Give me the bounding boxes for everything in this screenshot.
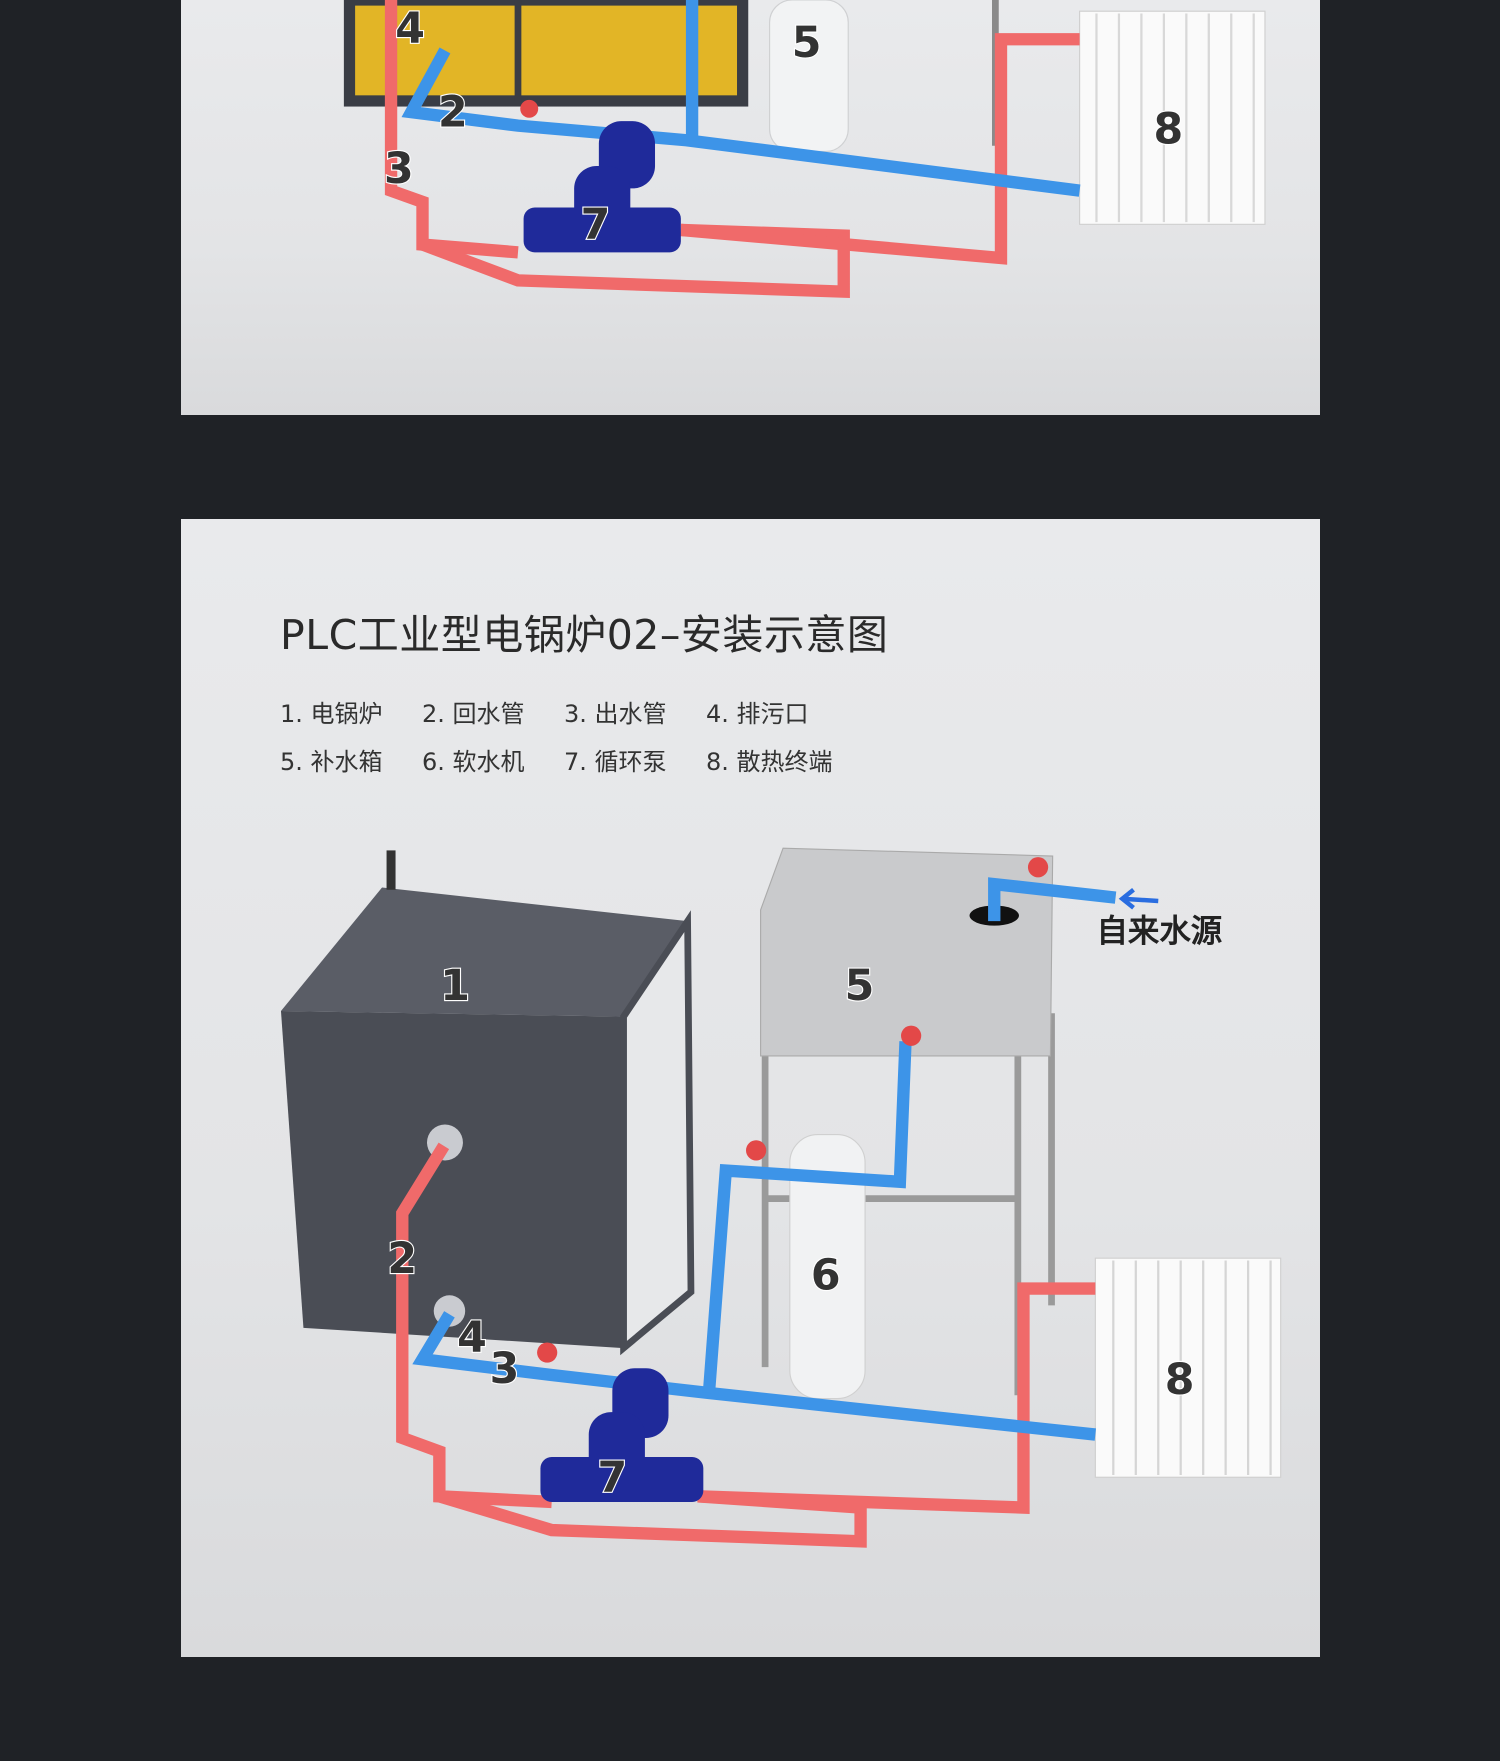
valve-icon: [520, 99, 539, 118]
water-softener: [789, 1134, 866, 1400]
legend-item: 3. 出水管: [564, 700, 667, 728]
legend-row-2: 5. 补水箱 6. 软水机 7. 循环泵 8. 散热终端: [280, 742, 848, 777]
legend-item: 5. 补水箱: [280, 748, 383, 776]
top-installation-image: 4 5 8 2 3 7: [181, 0, 1320, 415]
legend-item: 2. 回水管: [422, 700, 525, 728]
radiator: [1079, 10, 1266, 225]
legend-item: 1. 电锅炉: [280, 700, 383, 728]
arrow-left-icon: [1118, 887, 1159, 910]
label-4: 4: [395, 4, 425, 54]
label-6: 6: [811, 1251, 841, 1301]
legend-item: 4. 排污口: [706, 700, 809, 728]
installation-illustration-1: 4 5 8 2 3 7: [343, 0, 1266, 299]
legend-item: 7. 循环泵: [564, 748, 667, 776]
label-8: 8: [1165, 1355, 1195, 1405]
installation-illustration-2: 1 5 6 8 2 4 3 7 自来水源: [280, 847, 1282, 1548]
main-installation-image: 1 5 6 8 2 4 3 7 自来水源 PLC工业型电锅炉02–安装示意图 1…: [181, 519, 1320, 1657]
label-7: 7: [581, 200, 611, 250]
valve-icon: [537, 857, 1049, 1363]
radiator: [1094, 1257, 1282, 1478]
label-5: 5: [792, 18, 822, 68]
electric-boiler: [280, 850, 695, 1356]
label-8: 8: [1154, 105, 1184, 155]
outlet-pipe: [697, 1282, 1096, 1514]
boiler-yellow: [349, 0, 743, 101]
supply-pipe: [412, 1311, 1097, 1441]
legend-row-1: 1. 电锅炉 2. 回水管 3. 出水管 4. 排污口: [280, 694, 848, 729]
label-2: 2: [387, 1234, 417, 1284]
legend-item: 6. 软水机: [422, 748, 525, 776]
cold-pipe: [401, 47, 1081, 197]
hot-pipe: [384, 0, 519, 259]
label-5: 5: [845, 961, 875, 1011]
label-3: 3: [384, 144, 414, 194]
legend-item: 8. 散热终端: [706, 748, 833, 776]
label-1: 1: [440, 961, 470, 1011]
circulation-pump: [520, 99, 681, 253]
label-2: 2: [438, 88, 468, 138]
circulation-pump: [540, 1368, 704, 1502]
label-4: 4: [457, 1312, 487, 1362]
label-3: 3: [490, 1344, 520, 1394]
water-source-label: 自来水源: [1096, 913, 1222, 949]
label-7: 7: [597, 1453, 627, 1503]
page-title: PLC工业型电锅炉02–安装示意图: [280, 611, 889, 659]
